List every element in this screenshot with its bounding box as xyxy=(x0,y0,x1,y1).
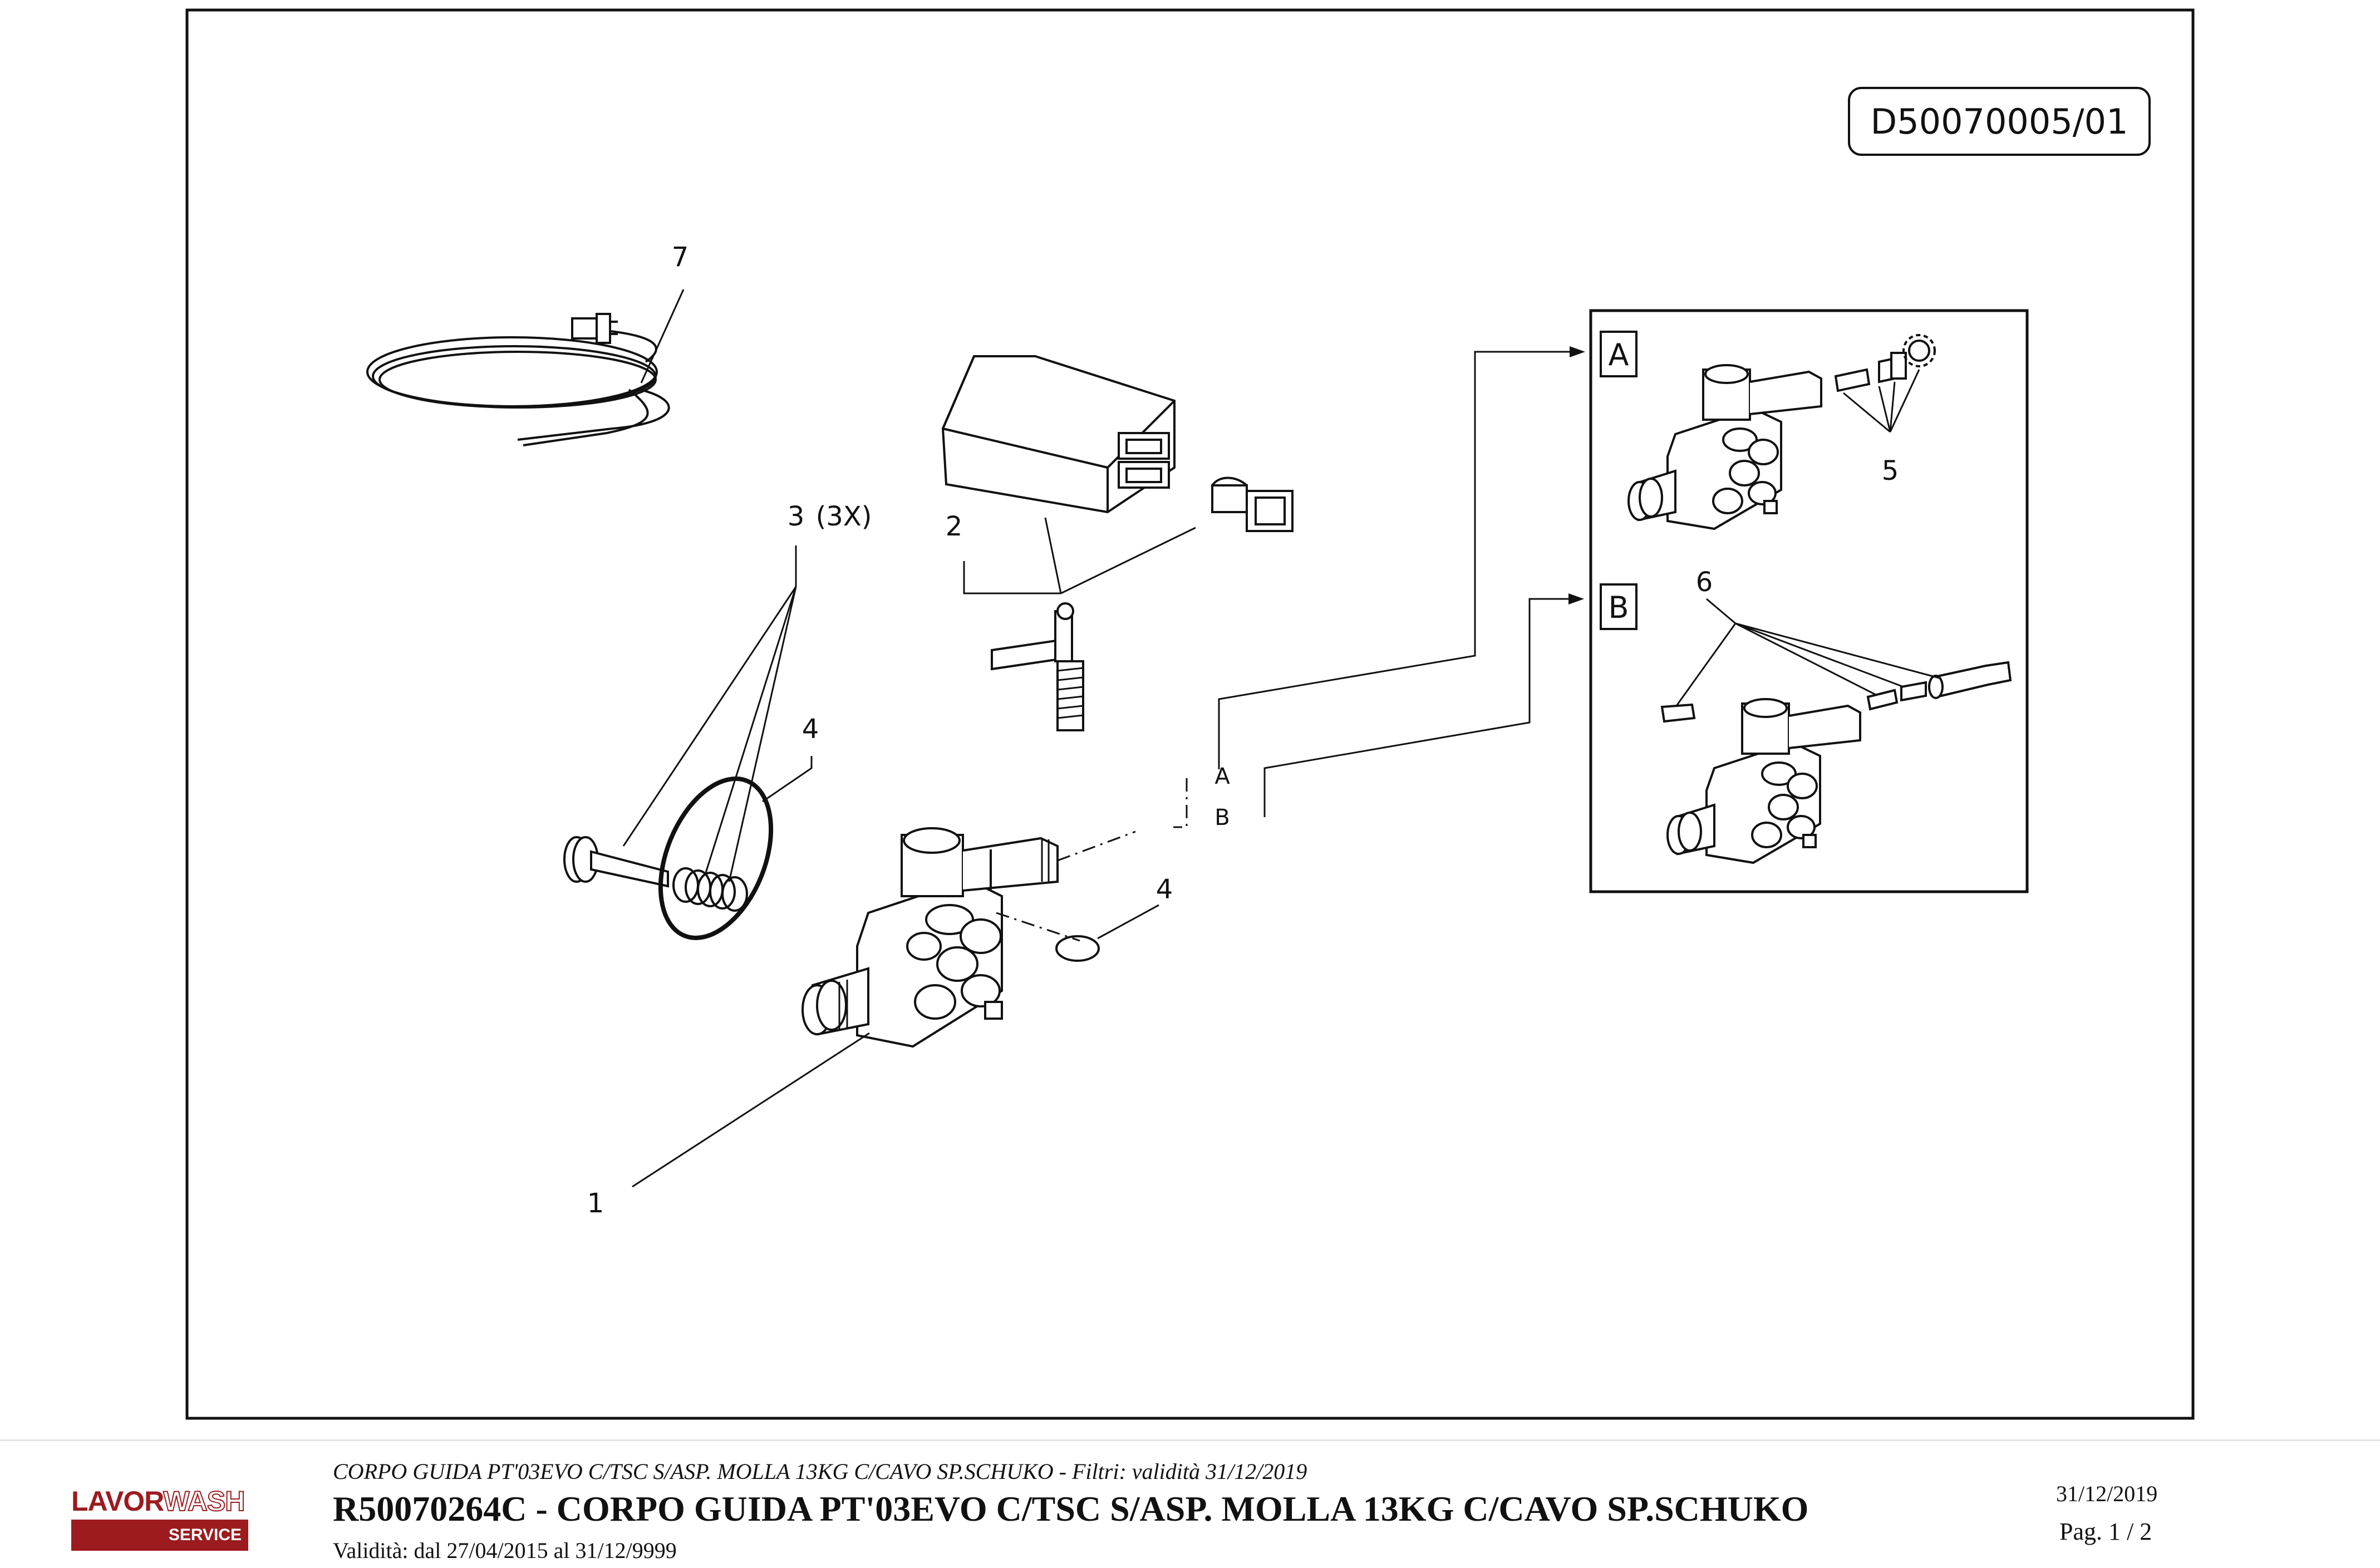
part-4-large-oring xyxy=(658,776,774,940)
variant-box-b xyxy=(1600,583,1638,630)
document-title: R50070264C - CORPO GUIDA PT'03EVO C/TSC … xyxy=(333,1489,1809,1528)
leader-1 xyxy=(632,1032,870,1188)
drawing-code: D50070005/01 xyxy=(1870,101,2128,142)
page-indicator: Pag. 1 / 2 xyxy=(2059,1518,2152,1545)
part-3-spring xyxy=(672,867,748,912)
callout-2: 2 xyxy=(946,511,963,542)
drawing-code-box: D50070005/01 xyxy=(1848,87,2151,156)
variant-marker-b: B xyxy=(1214,805,1230,830)
callout-3-qty: (3X) xyxy=(816,501,872,532)
callout-1: 1 xyxy=(587,1188,604,1219)
logo-wordmark: LAVORWASH xyxy=(71,1486,245,1517)
validity-range: Validità: dal 27/04/2015 al 31/12/9999 xyxy=(333,1538,677,1563)
callout-7: 7 xyxy=(672,242,689,273)
part-7-power-cable xyxy=(366,313,670,446)
leader-4-upper xyxy=(762,756,813,803)
lavorwash-logo: LAVORWASH SERVICE xyxy=(71,1487,248,1554)
leader-5 xyxy=(1843,369,1920,433)
variant-connector-lines xyxy=(1218,351,1572,817)
document-date: 31/12/2019 xyxy=(2056,1481,2158,1506)
leader-2 xyxy=(963,517,1196,594)
variant-a-small-parts xyxy=(1834,334,1936,392)
leader-7 xyxy=(640,289,685,384)
document-subtitle: CORPO GUIDA PT'03EVO C/TSC S/ASP. MOLLA … xyxy=(333,1459,1307,1484)
part-3-valve-pin xyxy=(563,836,669,888)
variant-b-small-parts xyxy=(1660,661,2012,723)
arrow-a xyxy=(1570,346,1585,357)
variant-box-a xyxy=(1600,331,1638,377)
part-2-switch-assembly xyxy=(941,355,1294,731)
callout-4-upper: 4 xyxy=(802,714,819,745)
variant-label-b: B xyxy=(1608,590,1629,625)
variant-marker-a: A xyxy=(1214,764,1230,789)
logo-service-bar: SERVICE xyxy=(71,1520,248,1551)
variant-label-a: A xyxy=(1609,337,1629,372)
drawing-frame xyxy=(185,8,2195,1420)
assembly-dashed-lines xyxy=(996,778,1188,942)
callout-6: 6 xyxy=(1696,567,1713,598)
logo-word-lavor: LAVOR xyxy=(71,1486,164,1517)
leader-6 xyxy=(1675,598,1940,706)
callout-5: 5 xyxy=(1882,455,1899,486)
variant-b-pump-head xyxy=(1666,698,1861,864)
callout-4-lower: 4 xyxy=(1156,874,1173,905)
part-1-thread-lines xyxy=(838,839,1050,1030)
variant-panel xyxy=(1589,309,2029,893)
callout-3: 3 xyxy=(788,501,805,532)
part-1-pump-head xyxy=(801,827,1059,1048)
arrow-b xyxy=(1568,593,1584,604)
logo-word-wash: WASH xyxy=(163,1486,245,1517)
part-4-small-oring xyxy=(1055,935,1100,962)
footer-divider xyxy=(0,1439,2380,1441)
variant-a-pump-head xyxy=(1627,364,1822,530)
leader-3 xyxy=(622,545,797,882)
part-2-spring-coils xyxy=(1057,667,1084,719)
leader-4-lower xyxy=(1097,904,1159,940)
